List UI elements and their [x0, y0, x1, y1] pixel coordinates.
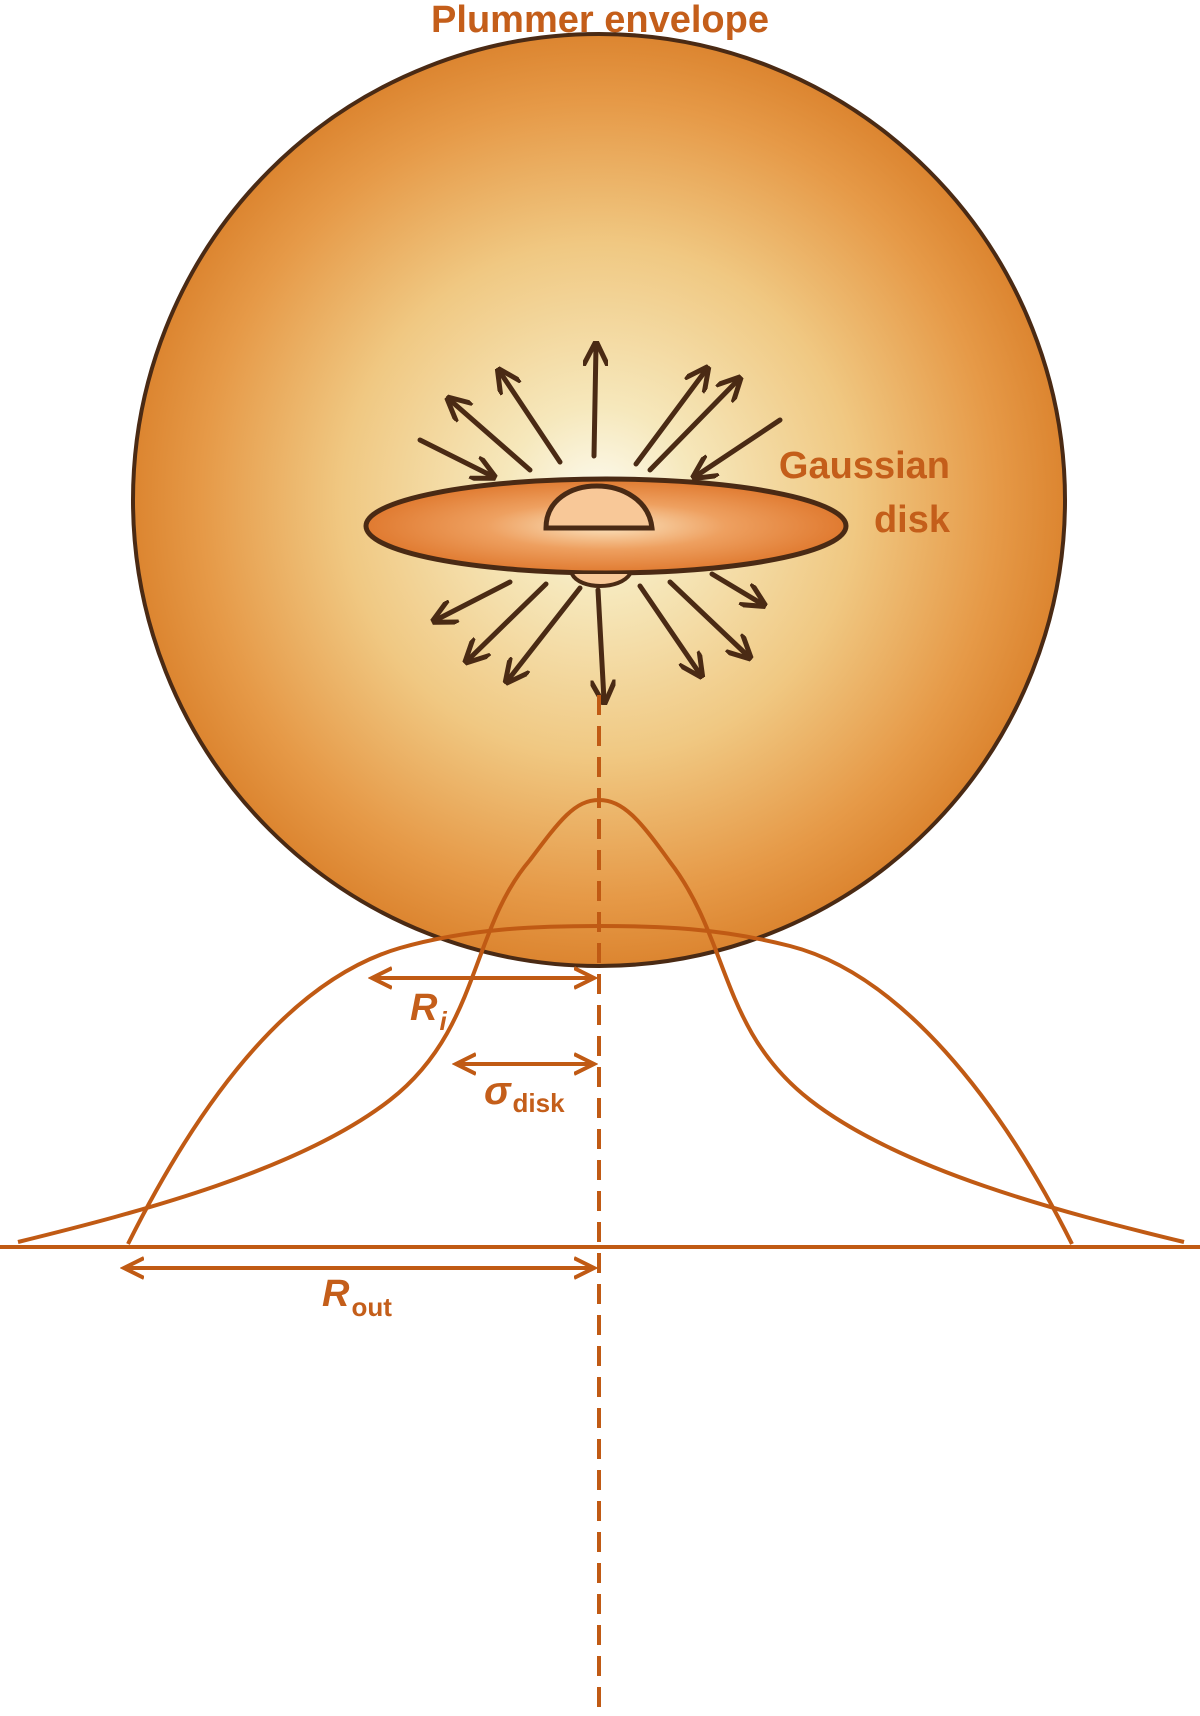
arrow-icon — [667, 579, 748, 656]
arrow-icon — [417, 437, 492, 476]
r-i-label: Ri — [410, 987, 447, 1036]
plummer-profile-curve — [126, 923, 1074, 1245]
protostar-lower — [570, 572, 632, 588]
gaussian-disk-label-line1: Gaussian — [779, 445, 950, 487]
arrow-icon — [508, 585, 583, 680]
arrow-icon — [594, 346, 596, 459]
r-out-label: Rout — [322, 1273, 392, 1322]
arrow-icon — [696, 417, 783, 476]
arrow-icon — [598, 587, 604, 700]
sigma-disk-label: σdisk — [484, 1069, 565, 1118]
arrow-icon — [709, 571, 762, 604]
arrow-icon — [436, 579, 513, 620]
outflow-arrows-upper — [417, 346, 783, 476]
arrow-icon — [468, 581, 549, 660]
arrow-icon — [647, 380, 738, 473]
arrow-icon — [637, 583, 700, 674]
protostar-dome — [543, 483, 655, 531]
arrow-icon — [450, 400, 533, 473]
gaussian-disk-label-line2: disk — [874, 499, 951, 541]
outflow-arrows-lower — [436, 571, 762, 700]
gaussian-profile-curve — [17, 797, 1185, 1244]
arrow-icon — [633, 370, 706, 467]
arrow-icon — [500, 372, 563, 465]
